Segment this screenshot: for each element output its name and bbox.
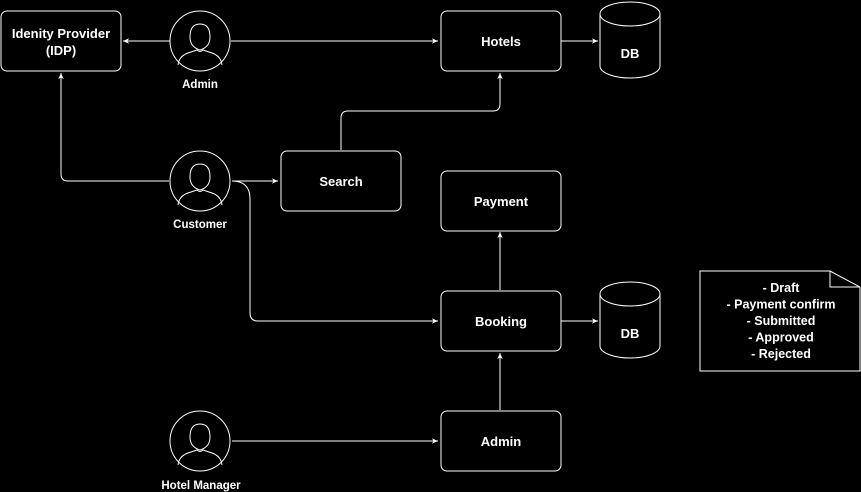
hotel-manager-actor-label: Hotel Manager [161,480,241,492]
customer-actor-label: Customer [173,219,227,231]
admin-node[interactable]: Admin [440,410,562,472]
customer-actor[interactable]: Customer [169,150,231,231]
edge-customer-to-idp [58,73,169,182]
edges [58,38,598,444]
booking-node[interactable]: Booking [440,290,562,352]
admin-actor-label: Admin [182,79,218,91]
hotel-manager-actor[interactable]: Hotel Manager [161,410,241,492]
hotels-label: Hotels [481,34,521,49]
note-line: - Rejected [751,347,811,361]
booking-label: Booking [475,314,527,329]
status-note[interactable]: - Draft - Payment confirm - Submitted - … [699,270,861,372]
db-bottom-label: DB [621,326,640,341]
idp-label-line2: (IDP) [46,43,76,58]
note-line: - Draft [763,281,801,295]
admin-box-label: Admin [481,434,522,449]
user-icon [169,410,231,472]
db-top-label: DB [621,46,640,61]
search-node[interactable]: Search [280,150,402,212]
idp-label-line1: Idenity Provider [12,26,110,41]
db-bottom-node[interactable]: DB [599,281,661,359]
payment-node[interactable]: Payment [440,170,562,232]
user-icon [169,150,231,212]
payment-label: Payment [474,194,529,209]
note-line: - Payment confirm [726,298,835,312]
idp-node[interactable]: Idenity Provider (IDP) [0,10,122,72]
hotels-node[interactable]: Hotels [440,10,562,72]
note-line: - Submitted [747,314,816,328]
edge-customer-to-booking [231,180,438,324]
search-label: Search [319,174,362,189]
admin-actor[interactable]: Admin [169,10,231,91]
edge-search-to-hotels [340,73,503,150]
db-top-node[interactable]: DB [599,1,661,79]
note-line: - Approved [748,331,814,345]
user-icon [169,10,231,72]
